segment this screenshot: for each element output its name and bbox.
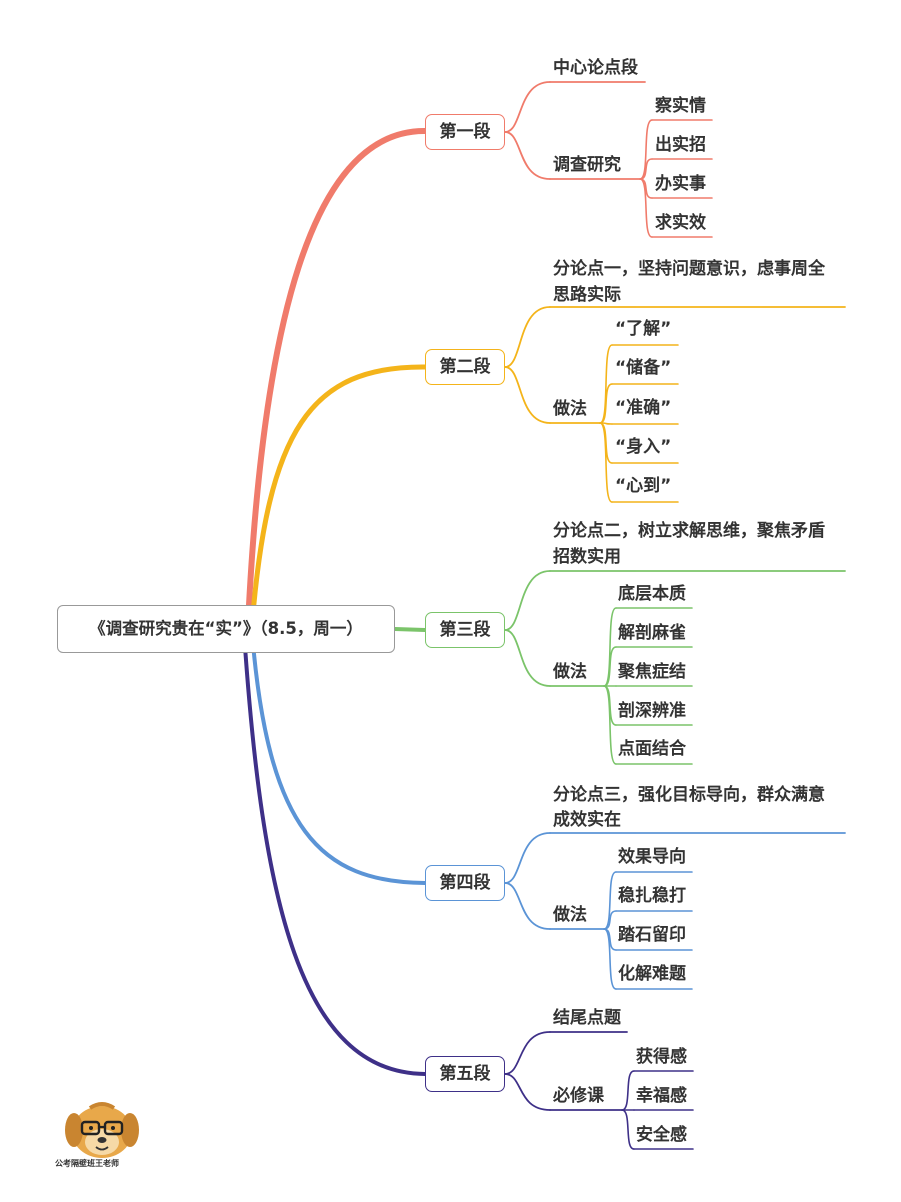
root-topic[interactable]: 《调查研究贵在“实”》（8.5，周一） xyxy=(57,605,395,653)
section-4-method[interactable]: 做法 xyxy=(553,905,587,925)
section-3-leaf[interactable]: 点面结合 xyxy=(618,739,686,759)
section-3-leaf[interactable]: 解剖麻雀 xyxy=(618,623,686,643)
section-5-point[interactable]: 结尾点题 xyxy=(553,1008,621,1028)
branch-line xyxy=(504,131,551,180)
trunk-line xyxy=(250,630,427,885)
section-5-leaf[interactable]: 安全感 xyxy=(636,1125,687,1145)
section-4-topic[interactable]: 第四段 xyxy=(425,865,505,901)
section-2-leaf[interactable]: “了解” xyxy=(615,319,672,339)
section-2-leaf[interactable]: “准确” xyxy=(615,398,672,418)
leaf-line xyxy=(603,928,617,990)
trunk-line xyxy=(249,364,428,628)
branch-line xyxy=(504,832,551,884)
section-1-leaf[interactable]: 出实招 xyxy=(655,135,706,155)
section-2-topic[interactable]: 第二段 xyxy=(425,349,505,385)
branch-line xyxy=(504,1073,551,1111)
leaf-line xyxy=(639,158,653,180)
branch-line xyxy=(504,366,551,424)
section-4-leaf[interactable]: 稳扎稳打 xyxy=(618,886,686,906)
section-4-leaf[interactable]: 化解难题 xyxy=(618,964,686,984)
branch-line xyxy=(504,306,551,368)
section-2-thesis-line2[interactable]: 思路实际 xyxy=(553,285,621,305)
leaf-line xyxy=(603,871,617,930)
leaf-line xyxy=(639,178,653,238)
leaf-line xyxy=(599,422,613,503)
section-3-method[interactable]: 做法 xyxy=(553,662,587,682)
section-5-leaf[interactable]: 获得感 xyxy=(636,1047,687,1067)
section-3-leaf[interactable]: 剖深辨准 xyxy=(618,701,686,721)
section-3-thesis-line2[interactable]: 招数实用 xyxy=(553,547,621,567)
section-2-leaf[interactable]: “身入” xyxy=(615,437,672,457)
section-1-leaf[interactable]: 求实效 xyxy=(655,213,706,233)
section-2-thesis-line1[interactable]: 分论点一，坚持问题意识，虑事周全 xyxy=(553,259,825,279)
leaf-line xyxy=(621,1070,635,1111)
section-5-leaf[interactable]: 幸福感 xyxy=(636,1086,687,1106)
leaf-line xyxy=(603,910,617,930)
leaf-line xyxy=(603,685,617,765)
section-3-thesis-line1[interactable]: 分论点二，树立求解思维，聚焦矛盾 xyxy=(553,521,825,541)
section-4-thesis-line2[interactable]: 成效实在 xyxy=(553,810,621,830)
section-3-leaf[interactable]: 聚焦症结 xyxy=(618,662,686,682)
section-2-method[interactable]: 做法 xyxy=(553,399,587,419)
trunk-line xyxy=(393,627,427,632)
section-1-point[interactable]: 中心论点段 xyxy=(553,58,638,78)
section-2-leaf[interactable]: “心到” xyxy=(615,476,672,496)
section-3-topic[interactable]: 第三段 xyxy=(425,612,505,648)
section-3-leaf[interactable]: 底层本质 xyxy=(618,584,686,604)
section-1-leaf[interactable]: 察实情 xyxy=(655,96,706,116)
trunk-line xyxy=(245,127,428,628)
dog-teacher-mascot-icon xyxy=(65,1102,139,1158)
section-4-leaf[interactable]: 效果导向 xyxy=(618,847,686,867)
section-5-method[interactable]: 必修课 xyxy=(553,1086,604,1106)
section-2-leaf[interactable]: “储备” xyxy=(615,358,672,378)
section-1-topic[interactable]: 第一段 xyxy=(425,114,505,150)
leaf-line xyxy=(603,646,617,687)
branch-line xyxy=(504,882,551,930)
leaf-line xyxy=(639,119,653,180)
leaf-line xyxy=(621,1109,635,1150)
branch-line xyxy=(504,1031,551,1075)
branch-line xyxy=(504,81,551,133)
section-4-thesis-line1[interactable]: 分论点三，强化目标导向，群众满意 xyxy=(553,785,825,805)
branch-line xyxy=(504,629,551,687)
branch-line xyxy=(504,570,551,631)
leaf-line xyxy=(599,383,613,424)
trunk-line xyxy=(242,630,427,1076)
logo-text: 公考隔壁班王老师 xyxy=(55,1159,119,1168)
section-4-leaf[interactable]: 踏石留印 xyxy=(618,925,686,945)
section-1-leaf[interactable]: 办实事 xyxy=(655,174,706,194)
section-5-topic[interactable]: 第五段 xyxy=(425,1056,505,1092)
section-1-method[interactable]: 调查研究 xyxy=(553,155,621,175)
